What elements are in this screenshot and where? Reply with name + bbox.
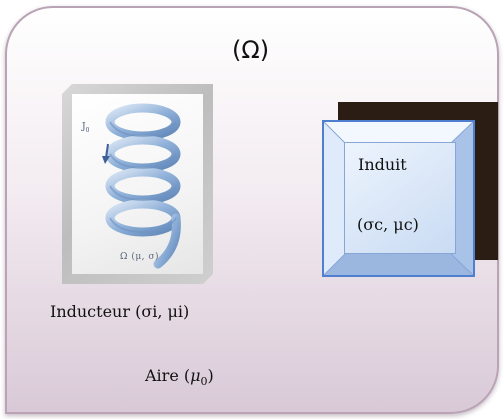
coil-label: Ω (μ, σ) bbox=[120, 252, 160, 262]
air-caption: Aire (μ0) bbox=[145, 366, 214, 389]
current-density-label: J0 bbox=[82, 122, 90, 134]
coil-icon bbox=[102, 103, 181, 269]
induit-bevel bbox=[324, 122, 473, 275]
domain-label: (Ω) bbox=[232, 36, 270, 64]
induit-properties: (σc, μc) bbox=[357, 215, 419, 234]
inducteur-caption: Inducteur (σi, μi) bbox=[50, 302, 190, 321]
inducteur-card-face bbox=[72, 94, 203, 274]
induit-label: Induit bbox=[358, 155, 407, 174]
current-arrow bbox=[105, 143, 109, 159]
induit-face bbox=[344, 142, 456, 254]
